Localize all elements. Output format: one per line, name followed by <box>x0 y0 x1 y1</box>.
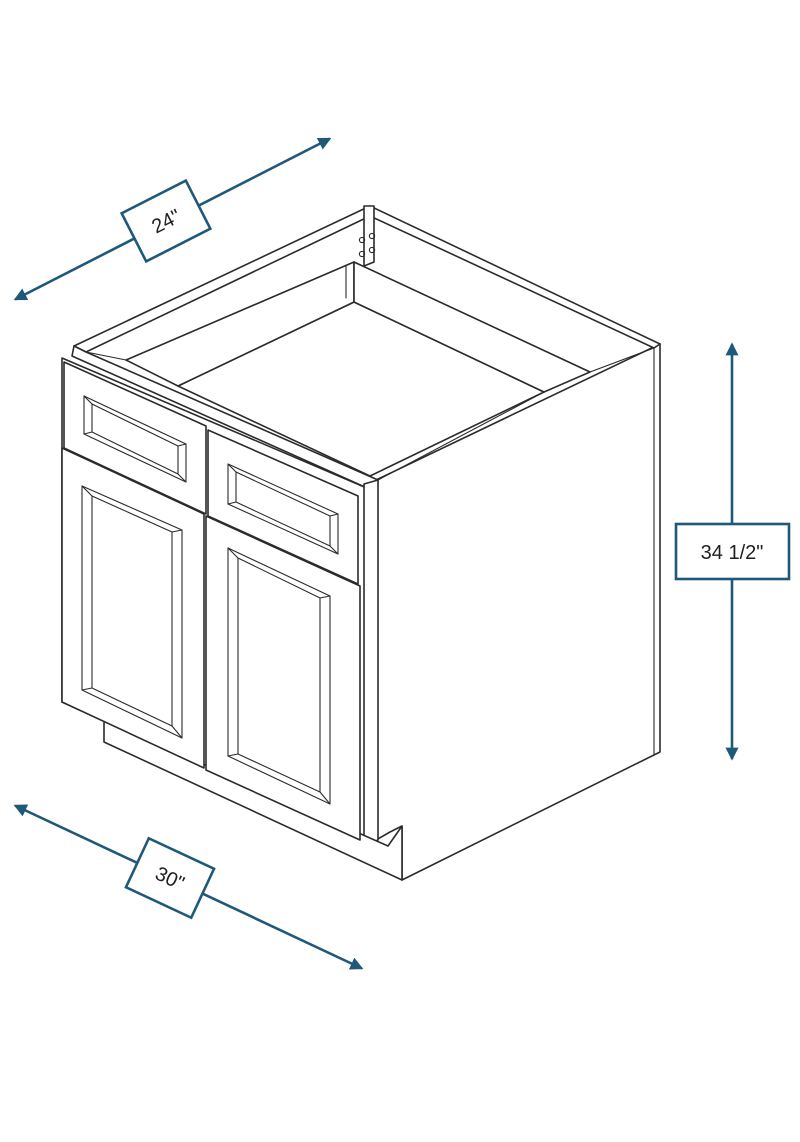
shelf-pin-holes <box>358 232 376 258</box>
cabinet-drawing <box>61 205 661 881</box>
top-left-lip <box>85 351 127 361</box>
height-label-box <box>674 522 791 581</box>
drawer-left <box>63 361 207 515</box>
drawer-right <box>207 429 359 585</box>
top-front-right-edge <box>377 391 545 481</box>
dimension-width: 30" <box>13 804 364 970</box>
height-label: 34 1/2" <box>701 542 764 564</box>
top-right-lip <box>589 347 655 373</box>
door-left <box>61 447 205 769</box>
depth-label-box: 24" <box>119 178 213 264</box>
dimension-height: 34 1/2" <box>674 342 791 761</box>
interior-right-top-edge <box>353 261 591 373</box>
width-label-box: 30" <box>124 836 216 920</box>
dimension-depth: 24" <box>13 137 332 301</box>
cabinet-face-frame-right-stile <box>363 479 379 847</box>
